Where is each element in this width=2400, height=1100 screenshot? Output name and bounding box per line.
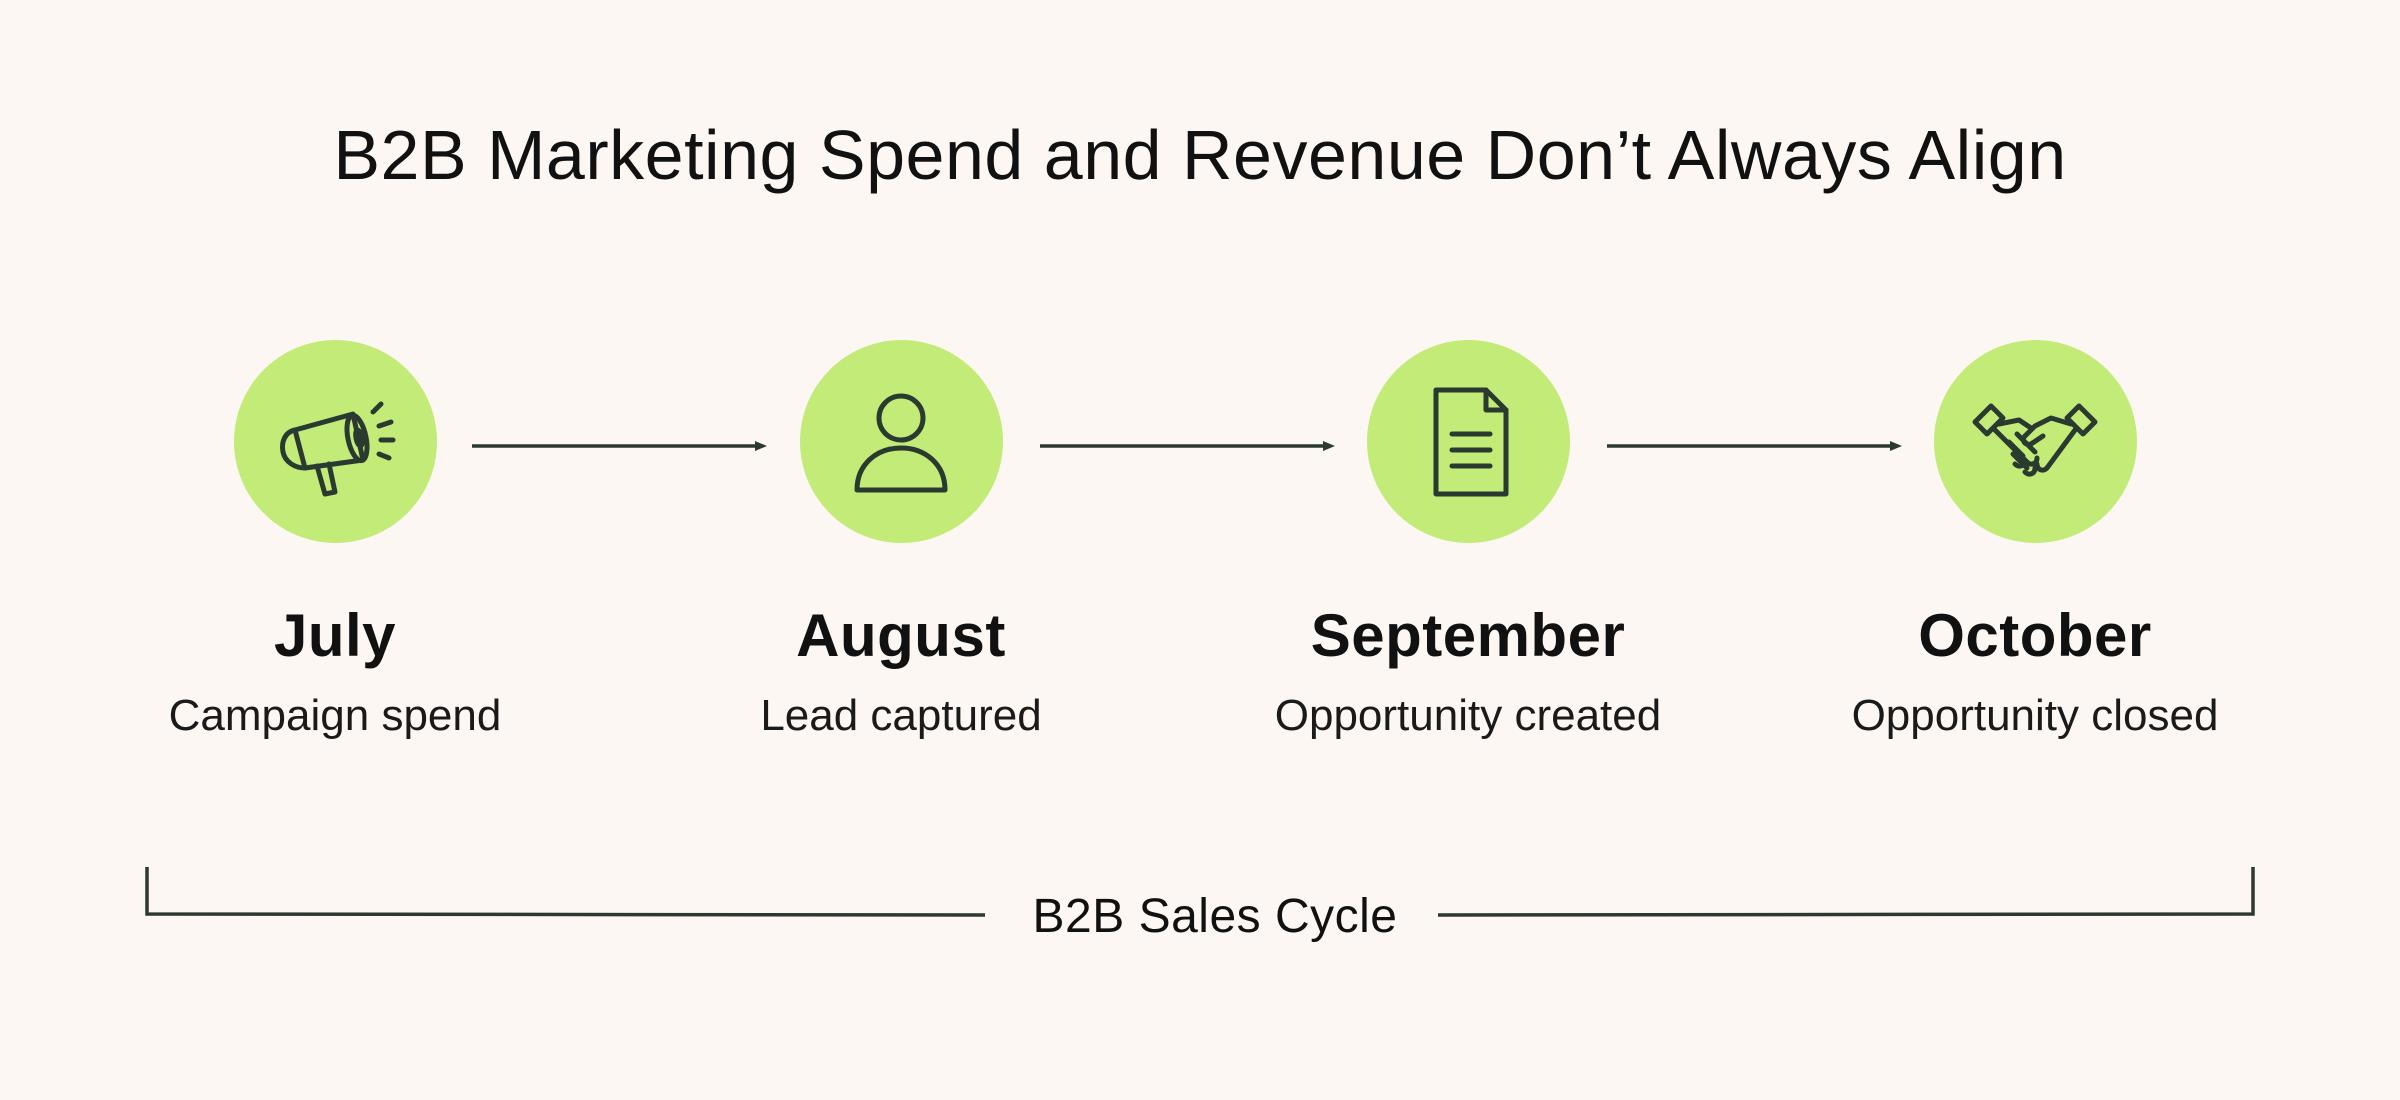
handshake-icon	[1972, 403, 2098, 477]
stage-description: Opportunity closed	[1851, 691, 2219, 740]
stage-circle	[1933, 340, 2137, 543]
person-icon	[854, 393, 948, 492]
stage-circle	[1366, 340, 1570, 543]
diagram-title: B2B Marketing Spend and Revenue Don’t Al…	[333, 116, 2067, 194]
sales-cycle-bracket	[145, 867, 2255, 917]
stage-september: September Opportunity created	[1208, 340, 1728, 743]
stage-circle	[233, 340, 437, 543]
stage-month: July	[273, 602, 397, 669]
arrow-right	[1607, 441, 1902, 451]
stage-october: October Opportunity closed	[1775, 340, 2295, 743]
stage-month: October	[1918, 602, 2152, 669]
arrow-right	[472, 441, 767, 451]
stage-circle	[799, 340, 1003, 543]
stage-description: Campaign spend	[168, 691, 502, 740]
stage-july: July Campaign spend	[75, 340, 595, 743]
stage-august: August Lead captured	[641, 340, 1161, 743]
arrow-right	[1040, 441, 1335, 451]
megaphone-icon	[280, 401, 396, 496]
sales-cycle-label: B2B Sales Cycle	[1032, 890, 1398, 943]
stage-description: Opportunity created	[1274, 691, 1662, 740]
stage-month: September	[1310, 602, 1626, 669]
stage-description: Lead captured	[760, 691, 1042, 740]
document-icon	[1433, 387, 1509, 496]
stage-month: August	[796, 602, 1006, 669]
